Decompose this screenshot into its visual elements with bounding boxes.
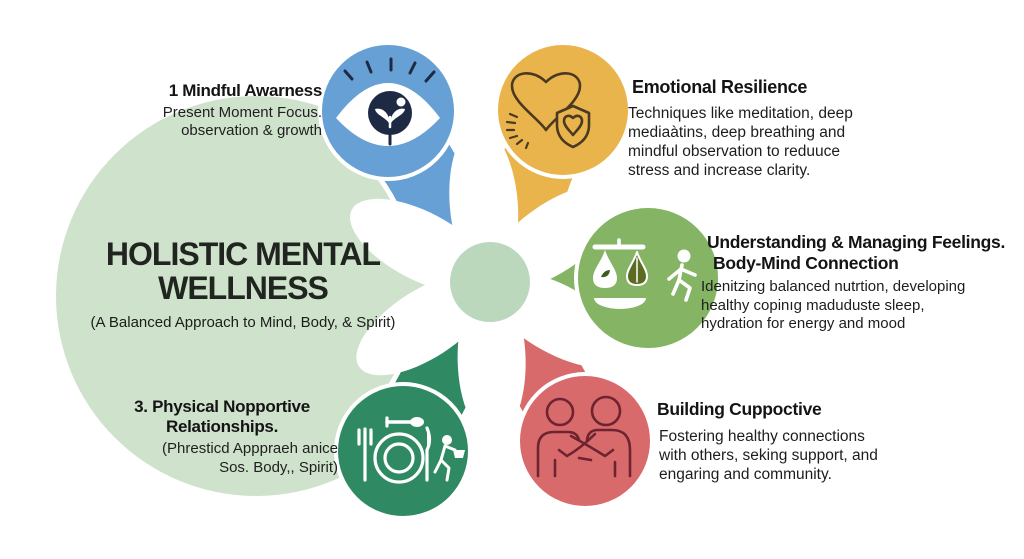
exerciser-head xyxy=(442,435,452,445)
scale-base-bowl xyxy=(594,298,646,309)
flower-center-circle xyxy=(450,242,530,322)
satellite-circle-physical xyxy=(334,382,472,520)
physical-heading-1: 3. Physical Nopportive xyxy=(134,397,310,416)
physical-heading-2: Relationships. xyxy=(166,417,278,436)
physical-sub-1: (Phresticd Apppraeh anice xyxy=(162,440,338,457)
section-emotional-text: Emotional Resilience Techniques like med… xyxy=(628,77,938,180)
exerciser-body xyxy=(439,444,447,462)
joined-hands xyxy=(577,456,593,462)
page-title-line-2: WELLNESS xyxy=(158,270,329,306)
exerciser-arm xyxy=(443,444,457,452)
core-circle xyxy=(56,96,456,496)
building-line-1: Fostering healthy connections xyxy=(659,428,865,445)
emotional-line-1: Techniques like meditation, deep xyxy=(628,105,853,122)
person-left-body xyxy=(536,430,581,478)
emotional-line-3: mindful observation to reduuce xyxy=(628,143,840,160)
section-physical-text: 3. Physical Nopportive Relationships. (P… xyxy=(106,397,338,477)
person-right-head xyxy=(590,395,622,427)
page-subtitle: (A Balanced Approach to Mind, Body, & Sp… xyxy=(90,314,396,331)
balance-scale-runner-icon xyxy=(592,238,697,309)
sprout-leaf-left xyxy=(375,108,389,123)
eye-sprout-icon xyxy=(336,57,440,146)
runner-arms xyxy=(667,267,697,281)
person-right-arm xyxy=(557,432,597,458)
section-understanding-text: Understanding & Managing Feelings. Body-… xyxy=(701,232,1024,334)
pan-leaf-mark xyxy=(601,270,610,278)
exerciser-figure xyxy=(433,435,465,482)
knife xyxy=(425,426,432,482)
plate-inner xyxy=(383,442,415,474)
runner-figure xyxy=(667,249,697,302)
section-mindful-text: 1 Mindful Awarness Present Moment Focus.… xyxy=(58,81,323,140)
shield-outline xyxy=(555,104,591,149)
emotional-heading: Emotional Resilience xyxy=(632,77,808,97)
people-inner-lines xyxy=(553,458,617,478)
eye-highlight xyxy=(396,97,406,107)
mindful-heading: 1 Mindful Awarness xyxy=(168,81,323,100)
plate-fork-knife-exercise-icon xyxy=(357,416,465,484)
shield-heart xyxy=(562,114,584,137)
understanding-line-2: healthy copinıg maduduste sleep, xyxy=(701,296,925,314)
two-people-support-icon xyxy=(536,395,632,478)
mindful-line-1: Present Moment Focus. xyxy=(162,104,322,121)
understanding-heading-2: Body-Mind Connection xyxy=(713,253,899,273)
exerciser-basket xyxy=(453,450,465,458)
plate-outer xyxy=(373,432,425,484)
runner-head xyxy=(677,249,691,263)
understanding-line-3: hydration for energy and mood xyxy=(701,315,906,332)
emotional-line-4: stress and increase clarity. xyxy=(628,162,811,179)
understanding-line-1: Idenitzing balanced nutrtion, developing xyxy=(701,278,966,295)
satellite-circle-understanding xyxy=(574,204,722,352)
person-right-body xyxy=(585,428,632,478)
mindful-line-2: observation & growth xyxy=(181,122,322,139)
heart-outline xyxy=(510,72,582,132)
building-line-2: with others, seking support, and xyxy=(659,447,878,464)
section-building-text: Building Cuppoctive Fostering healthy co… xyxy=(657,399,957,484)
fork xyxy=(357,427,373,482)
physical-sub-2: Sos. Body,, Spirit) xyxy=(219,459,338,476)
exerciser-legs xyxy=(433,458,451,482)
eye-pupil xyxy=(368,91,412,135)
heart-shield-icon xyxy=(505,72,591,150)
eye-lashes xyxy=(343,57,436,83)
page-title-line-1: HOLISTIC MENTAL xyxy=(105,236,381,272)
person-left-arm xyxy=(569,434,615,458)
emotional-line-2: mediaàtins, deep breathing and xyxy=(628,124,846,141)
building-line-3: engaring and community. xyxy=(659,466,832,483)
building-heading: Building Cuppoctive xyxy=(657,399,822,419)
core-title-block: HOLISTIC MENTAL WELLNESS (A Balanced App… xyxy=(62,237,424,331)
scale-pan-left xyxy=(593,250,617,288)
runner-legs xyxy=(671,278,692,302)
person-left-head xyxy=(545,397,575,427)
dumbbell-bell xyxy=(410,417,424,427)
heart-rays xyxy=(505,112,530,150)
sprout-leaf-right xyxy=(391,108,405,123)
understanding-heading-1: Understanding & Managing Feelings. xyxy=(707,232,1006,252)
